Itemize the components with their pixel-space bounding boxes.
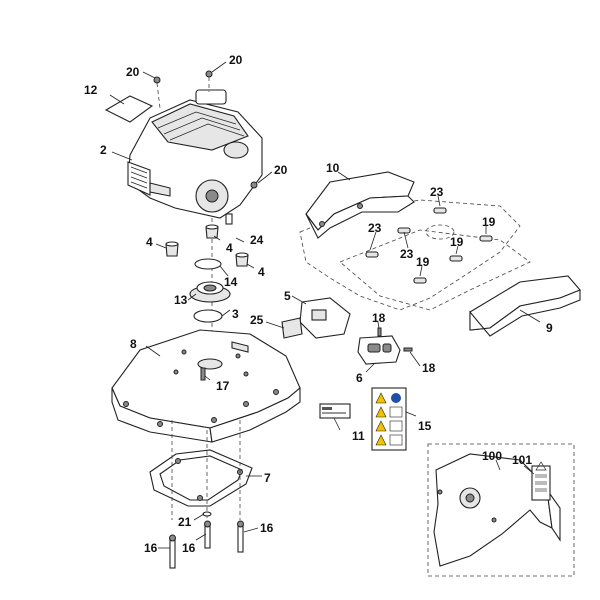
callout-19a: 19	[482, 215, 496, 229]
chassis-outline	[299, 199, 531, 311]
warning-triangle-icon	[375, 392, 387, 404]
bolt-16c	[237, 520, 244, 553]
callout-19c: 19	[416, 255, 430, 269]
dashboard-panel-5	[299, 297, 351, 339]
callout-101: 101	[512, 453, 532, 467]
callout-23a: 23	[430, 185, 444, 199]
washer-21	[202, 511, 212, 517]
callout-9: 9	[546, 321, 553, 335]
callout-18a: 18	[372, 311, 386, 325]
callout-21: 21	[178, 515, 192, 529]
gasket-12	[104, 95, 154, 123]
seal-ring-3	[193, 309, 223, 323]
stud-23c	[365, 251, 379, 258]
front-bumper-10	[305, 171, 415, 239]
callout-24: 24	[250, 233, 264, 247]
callout-14: 14	[224, 275, 238, 289]
bushing-4c	[235, 252, 249, 267]
callout-4c: 4	[258, 265, 265, 279]
callout-4a: 4	[146, 235, 153, 249]
mandatory-instruction-icon	[391, 393, 401, 403]
callout-6: 6	[356, 371, 363, 385]
callout-3: 3	[232, 307, 239, 321]
callout-100: 100	[482, 449, 502, 463]
callout-17: 17	[216, 379, 230, 393]
warning-label-15	[371, 387, 407, 451]
callout-11: 11	[352, 429, 365, 443]
leader-lines	[111, 61, 541, 549]
callout-19b: 19	[450, 235, 464, 249]
stud-19b	[449, 255, 463, 262]
stud-19a	[479, 235, 493, 242]
callout-20c: 20	[274, 163, 288, 177]
callout-16c: 16	[260, 521, 274, 535]
hazard-pictogram-icon	[389, 434, 403, 446]
bolt-16a	[169, 534, 176, 569]
switch-6	[357, 335, 401, 365]
warning-triangle-icon	[375, 434, 387, 446]
hazard-pictogram-icon	[389, 406, 403, 418]
inset-box	[427, 443, 575, 577]
callout-10: 10	[326, 161, 340, 175]
hazard-pictogram-icon	[389, 420, 403, 432]
warning-triangle-icon	[375, 420, 387, 432]
callout-labels: 20 20 12 2 20 10 23 23 23 19 19 19 24 4 …	[84, 53, 553, 555]
screw-18b	[403, 347, 413, 352]
stud-19c	[413, 277, 427, 284]
callout-20b: 20	[229, 53, 243, 67]
screw-20c	[250, 181, 258, 189]
stud-23a	[433, 207, 447, 214]
callout-16a: 16	[144, 541, 158, 555]
screw-20b	[205, 70, 213, 92]
bolt-16b	[204, 520, 211, 549]
sticker-25	[281, 317, 303, 339]
callout-8: 8	[130, 337, 137, 351]
callout-15: 15	[418, 419, 432, 433]
flange-13	[189, 281, 231, 303]
callout-25: 25	[250, 313, 264, 327]
callout-20a: 20	[126, 65, 140, 79]
engine	[127, 89, 263, 225]
bushing-4b	[205, 224, 219, 239]
deck-cover-8	[111, 329, 301, 443]
callout-2: 2	[100, 143, 107, 157]
rear-bumper-9	[469, 275, 581, 337]
label-11	[319, 403, 351, 419]
screw-18a	[377, 327, 382, 337]
callout-16b: 16	[182, 541, 196, 555]
callout-23b: 23	[368, 221, 382, 235]
callout-18b: 18	[422, 361, 436, 375]
callout-7: 7	[264, 471, 271, 485]
o-ring-14	[194, 258, 222, 270]
callout-13: 13	[174, 293, 188, 307]
callout-4b: 4	[226, 241, 233, 255]
bushing-4a	[165, 241, 179, 257]
warning-triangle-icon	[375, 406, 387, 418]
screw-20a	[153, 76, 161, 109]
callout-23c: 23	[400, 247, 414, 261]
bolt-17	[200, 367, 206, 381]
callout-12: 12	[84, 83, 98, 97]
callout-5: 5	[284, 289, 291, 303]
gasket-7	[149, 449, 253, 507]
